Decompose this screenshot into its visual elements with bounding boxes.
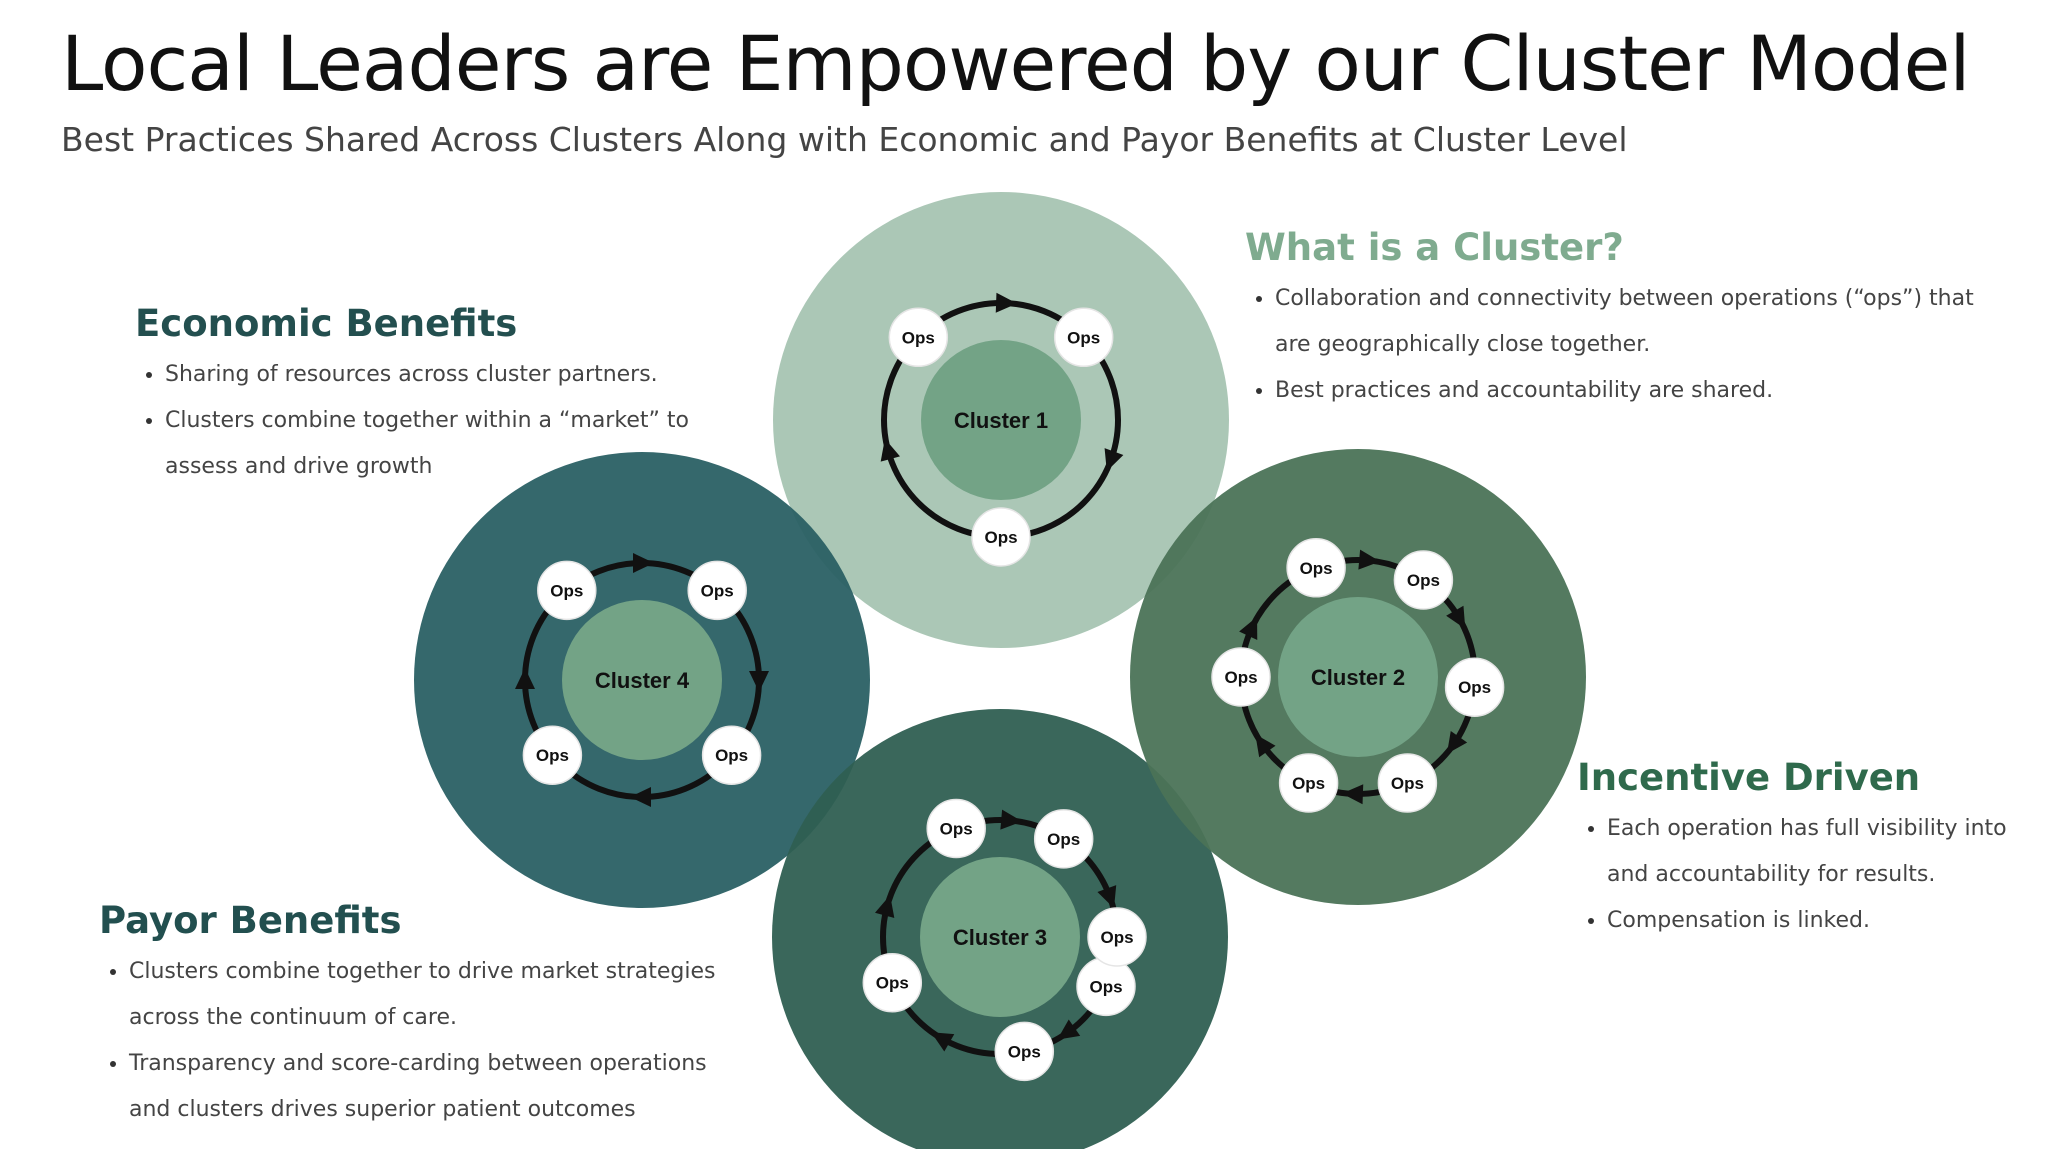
ops-node: Ops — [1444, 657, 1505, 717]
ops-node: Ops — [1211, 647, 1271, 707]
ops-node: Ops — [1278, 753, 1339, 813]
what-bullet: Collaboration and connectivity between o… — [1275, 276, 2005, 368]
what-is-a-cluster-section: What is a Cluster? Collaboration and con… — [1245, 224, 2005, 414]
cycle-arrow-icon — [633, 553, 654, 573]
incentive-driven-list: Each operation has full visibility into … — [1577, 806, 2027, 944]
incentive-driven-heading: Incentive Driven — [1577, 756, 1921, 799]
page-subtitle: Best Practices Shared Across Clusters Al… — [61, 120, 1628, 159]
cycle-arrow-icon — [880, 438, 900, 462]
economic-bullet: Clusters combine together within a “mark… — [165, 398, 695, 490]
ops-label: Ops — [550, 581, 583, 600]
what-bullet: Best practices and accountability are sh… — [1275, 368, 2005, 414]
cycle-arrow-icon — [1104, 448, 1124, 472]
ops-node: Ops — [1053, 307, 1114, 368]
ops-node: Ops — [994, 1021, 1055, 1082]
cluster-core — [921, 340, 1081, 500]
cycle-arrow-icon — [1097, 885, 1117, 909]
ops-node: Ops — [971, 507, 1031, 567]
cycle-arrow-icon — [630, 787, 651, 807]
cluster-core — [920, 857, 1080, 1017]
ops-node: Ops — [687, 560, 747, 621]
economic-benefits-section: Economic Benefits Sharing of resources a… — [135, 300, 695, 490]
cluster-label: Cluster 3 — [953, 925, 1047, 950]
cycle-arrow-icon — [995, 292, 1018, 313]
cluster-label: Cluster 4 — [595, 668, 690, 693]
ops-node: Ops — [1286, 538, 1346, 598]
what-is-a-cluster-list: Collaboration and connectivity between o… — [1245, 276, 2005, 414]
ops-label: Ops — [1407, 571, 1440, 590]
incentive-bullet: Each operation has full visibility into … — [1607, 806, 2027, 898]
economic-bullet: Sharing of resources across cluster part… — [165, 352, 695, 398]
payor-benefits-section: Payor Benefits Clusters combine together… — [99, 897, 739, 1133]
ops-label: Ops — [902, 328, 935, 347]
ops-label: Ops — [1292, 774, 1325, 793]
ops-node: Ops — [1393, 550, 1454, 610]
payor-bullet: Clusters combine together to drive marke… — [129, 949, 739, 1041]
incentive-driven-section: Incentive Driven Each operation has full… — [1577, 754, 2027, 944]
cycle-arrow-icon — [1239, 616, 1258, 640]
cycle-arrow-icon — [1000, 809, 1023, 830]
ops-label: Ops — [1089, 977, 1122, 996]
ops-label: Ops — [1008, 1042, 1041, 1061]
ops-label: Ops — [1067, 328, 1100, 347]
cycle-arrow-icon — [1358, 549, 1381, 570]
ops-label: Ops — [701, 581, 734, 600]
cycle-arrow-icon — [515, 668, 535, 689]
ops-node: Ops — [888, 307, 949, 368]
ops-node: Ops — [862, 952, 923, 1013]
ops-node: Ops — [537, 560, 597, 621]
ops-label: Ops — [1300, 559, 1333, 578]
ops-label: Ops — [1458, 678, 1491, 697]
cluster-core — [1278, 597, 1438, 757]
ops-label: Ops — [1391, 774, 1424, 793]
ops-label: Ops — [876, 974, 909, 993]
cluster-label: Cluster 1 — [954, 408, 1048, 433]
page-title: Local Leaders are Empowered by our Clust… — [61, 19, 1971, 108]
cycle-arrow-icon — [1255, 734, 1276, 758]
ops-label: Ops — [1100, 928, 1133, 947]
cycle-arrow-icon — [1446, 605, 1466, 629]
ops-label: Ops — [536, 746, 569, 765]
cycle-arrow-icon — [875, 895, 895, 918]
ops-node: Ops — [701, 725, 762, 785]
ops-node: Ops — [1087, 907, 1147, 967]
ops-label: Ops — [715, 746, 748, 765]
ops-node: Ops — [926, 798, 986, 859]
cycle-arrow-icon — [1341, 784, 1364, 805]
cycle-arrow-icon — [1057, 1019, 1081, 1040]
cluster-core — [562, 600, 722, 760]
cycle-arrow-icon — [931, 1032, 955, 1052]
ops-label: Ops — [984, 528, 1017, 547]
payor-benefits-heading: Payor Benefits — [99, 899, 402, 942]
economic-benefits-heading: Economic Benefits — [135, 302, 518, 345]
ops-node: Ops — [1377, 753, 1438, 813]
ops-node: Ops — [1076, 956, 1136, 1017]
cycle-arrow-icon — [1446, 730, 1468, 754]
cluster-label: Cluster 2 — [1311, 665, 1405, 690]
payor-bullet: Transparency and score-carding between o… — [129, 1041, 739, 1133]
ops-node: Ops — [522, 725, 583, 785]
payor-benefits-list: Clusters combine together to drive marke… — [99, 949, 739, 1133]
ops-label: Ops — [1047, 830, 1080, 849]
ops-label: Ops — [940, 820, 973, 839]
incentive-bullet: Compensation is linked. — [1607, 898, 2027, 944]
ops-label: Ops — [1224, 668, 1257, 687]
economic-benefits-list: Sharing of resources across cluster part… — [135, 352, 695, 490]
cycle-arrow-icon — [749, 671, 769, 692]
ops-node: Ops — [1033, 809, 1094, 869]
what-is-a-cluster-heading: What is a Cluster? — [1245, 226, 1624, 269]
